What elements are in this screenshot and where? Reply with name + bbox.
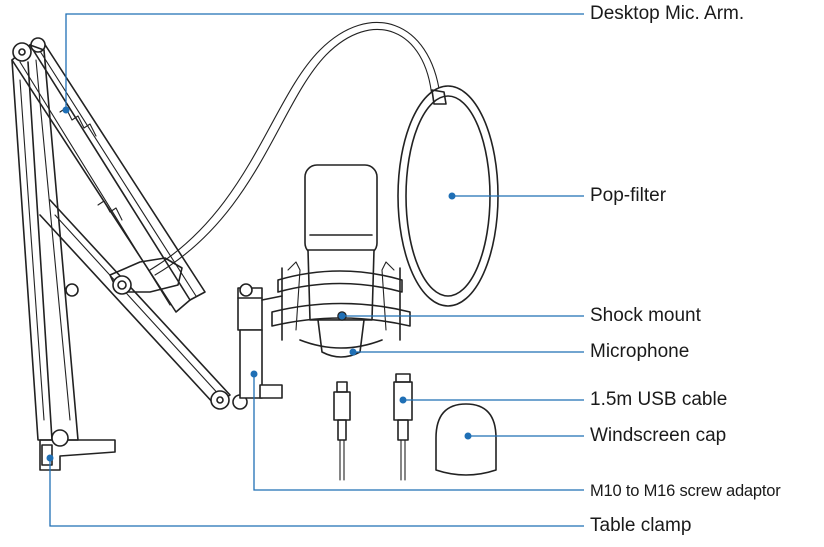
shock-mount-drawing	[237, 261, 411, 399]
leader-lines	[46, 13, 584, 527]
desktop-arm-drawing	[11, 22, 441, 471]
pop-filter-drawing	[397, 85, 499, 307]
label-shock-mount: Shock mount	[590, 305, 701, 326]
usb-cable-drawing	[333, 373, 413, 481]
label-pop-filter: Pop-filter	[590, 185, 667, 206]
label-table-clamp: Table clamp	[590, 515, 692, 536]
label-usb-cable: 1.5m USB cable	[590, 389, 728, 410]
label-windscreen-cap: Windscreen cap	[590, 425, 727, 446]
label-desktop-arm: Desktop Mic. Arm.	[590, 3, 745, 24]
label-microphone: Microphone	[590, 341, 690, 362]
label-screw-adaptor: M10 to M16 screw adaptor	[590, 482, 781, 500]
microphone-drawing	[304, 164, 378, 358]
windscreen-cap-drawing	[435, 403, 497, 476]
